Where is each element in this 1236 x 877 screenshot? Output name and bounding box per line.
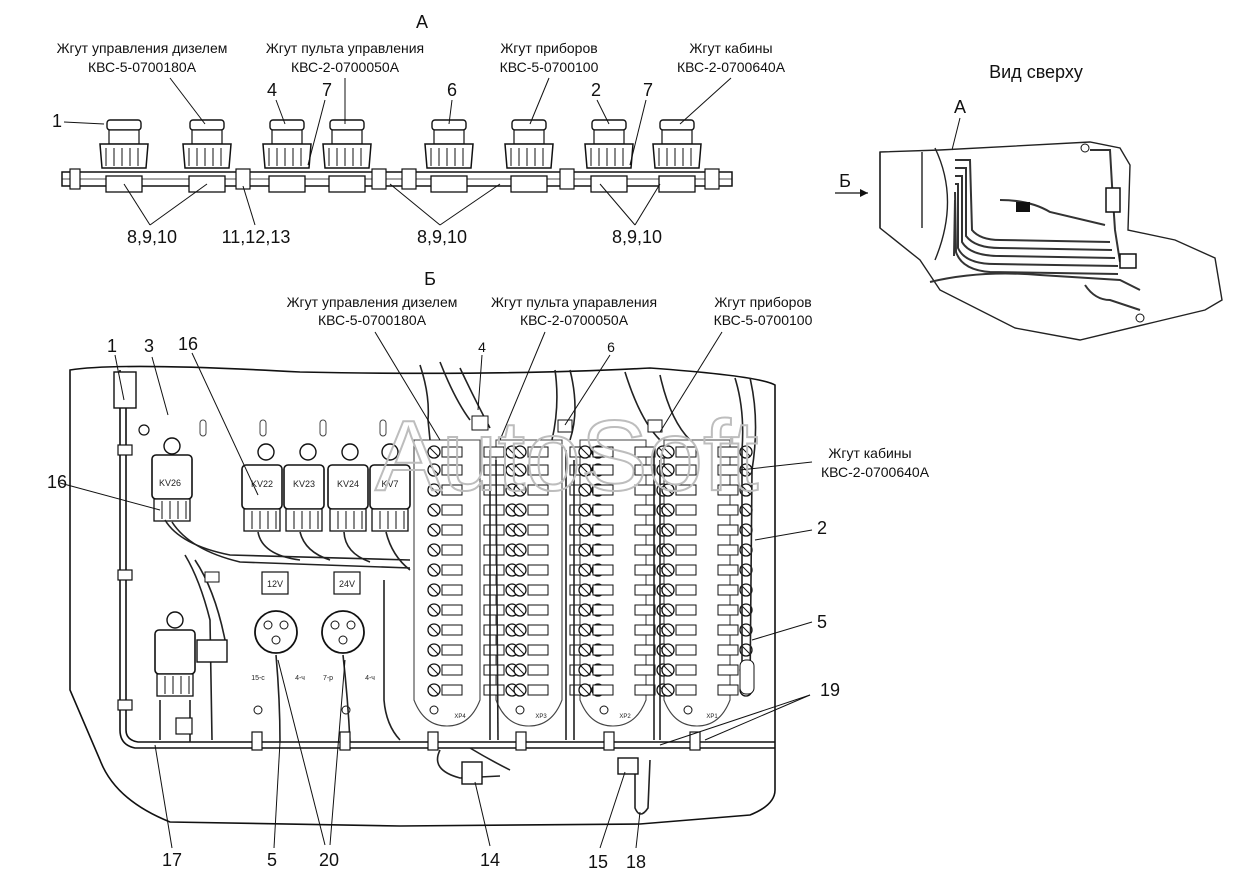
label-b-panel-2: КВС-2-0700050А bbox=[520, 312, 629, 328]
callout-b-19: 19 bbox=[820, 680, 840, 700]
label-b-diesel-2: КВС-5-0700180А bbox=[318, 312, 427, 328]
callout-a-7: 7 bbox=[322, 80, 332, 100]
relay-kv23-label: KV23 bbox=[293, 479, 315, 489]
callout-b-14: 14 bbox=[480, 850, 500, 870]
relay-kv22-label: KV22 bbox=[251, 479, 273, 489]
voltage-12v: 12V bbox=[267, 579, 283, 589]
callout-b-5: 5 bbox=[267, 850, 277, 870]
label-a-panel-2: КВС-2-0700050А bbox=[291, 59, 400, 75]
callout-a-4: 4 bbox=[267, 80, 277, 100]
callout-b-3: 3 bbox=[144, 336, 154, 356]
callout-a-2: 2 bbox=[591, 80, 601, 100]
callout-b-4: 4 bbox=[478, 339, 486, 355]
label-b-instruments-1: Жгут приборов bbox=[714, 294, 811, 310]
connector-icon bbox=[322, 119, 372, 193]
relay-icon bbox=[151, 454, 193, 522]
socket-tag-2: 4-ч bbox=[295, 675, 305, 682]
relay-icon bbox=[241, 464, 283, 532]
callout-a-7b: 7 bbox=[643, 80, 653, 100]
relay-kv7-label: KV7 bbox=[381, 479, 398, 489]
label-a-instruments-1: Жгут приборов bbox=[500, 40, 597, 56]
label-b-cabin-2: КВС-2-0700640А bbox=[821, 464, 930, 480]
label-b-diesel-1: Жгут управления дизелем bbox=[287, 294, 458, 310]
callout-a-8910-3: 8,9,10 bbox=[612, 227, 662, 247]
top-view-marker-a: А bbox=[954, 97, 966, 117]
callout-a-8910-2: 8,9,10 bbox=[417, 227, 467, 247]
callout-b-18: 18 bbox=[626, 852, 646, 872]
socket-tag-1: 15-с bbox=[251, 675, 265, 682]
callout-b-17: 17 bbox=[162, 850, 182, 870]
relay-kv24-label: KV24 bbox=[337, 479, 359, 489]
callout-a-6: 6 bbox=[447, 80, 457, 100]
callout-b-16-top: 16 bbox=[178, 334, 198, 354]
label-a-cabin-2: КВС-2-0700640А bbox=[677, 59, 786, 75]
connector-icon bbox=[182, 119, 232, 193]
label-b-instruments-2: КВС-5-0700100 bbox=[714, 312, 813, 328]
callout-b-2: 2 bbox=[817, 518, 827, 538]
top-view: Вид сверху А Б bbox=[835, 62, 1223, 341]
fuse-block-xp4: XP4 bbox=[454, 714, 466, 720]
socket-tag-3: 7-р bbox=[323, 675, 333, 682]
fuse-block-xp2: XP2 bbox=[619, 714, 631, 720]
callout-b-5-side: 5 bbox=[817, 612, 827, 632]
callout-b-20: 20 bbox=[319, 850, 339, 870]
label-a-cabin-1: Жгут кабины bbox=[689, 40, 772, 56]
callout-a-8910-1: 8,9,10 bbox=[127, 227, 177, 247]
relay-icon bbox=[154, 629, 196, 697]
connector-icon bbox=[504, 119, 554, 193]
label-a-instruments-2: КВС-5-0700100 bbox=[500, 59, 599, 75]
callout-a-111213: 11,12,13 bbox=[222, 227, 291, 247]
connector-icon bbox=[424, 119, 474, 193]
connector-icon bbox=[584, 119, 634, 193]
section-b-title: Б bbox=[424, 269, 436, 289]
callout-a-1: 1 bbox=[52, 111, 62, 131]
socket-icon bbox=[254, 610, 298, 654]
relay-icon bbox=[327, 464, 369, 532]
connector-icon bbox=[652, 119, 702, 193]
relay-icon bbox=[283, 464, 325, 532]
callout-b-16-side: 16 bbox=[47, 472, 67, 492]
label-b-panel-1: Жгут пульта упаравления bbox=[491, 294, 657, 310]
label-b-cabin-1: Жгут кабины bbox=[828, 445, 911, 461]
callout-b-15: 15 bbox=[588, 852, 608, 872]
relay-kv26-label: KV26 bbox=[159, 478, 181, 488]
top-view-title: Вид сверху bbox=[989, 62, 1083, 82]
section-b: Б Жгут управления дизелем КВС-5-0700180А… bbox=[47, 269, 930, 872]
top-view-marker-b: Б bbox=[839, 171, 851, 191]
connector-icon bbox=[262, 119, 312, 193]
callout-b-1: 1 bbox=[107, 336, 117, 356]
section-a: А Жгут управления дизелем КВС-5-0700180А… bbox=[52, 12, 786, 247]
voltage-24v: 24V bbox=[339, 579, 355, 589]
label-a-panel-1: Жгут пульта управления bbox=[266, 40, 424, 56]
fuse-block-xp1: XP1 bbox=[706, 714, 718, 720]
label-a-diesel-2: КВС-5-0700180А bbox=[88, 59, 197, 75]
socket-tag-4: 4-ч bbox=[365, 675, 375, 682]
section-a-title: А bbox=[416, 12, 428, 32]
watermark-text: AutoSoft bbox=[375, 400, 759, 512]
connector-icon bbox=[99, 119, 149, 193]
fuse-block-xp3: XP3 bbox=[535, 714, 547, 720]
socket-icon bbox=[321, 610, 365, 654]
label-a-diesel-1: Жгут управления дизелем bbox=[57, 40, 228, 56]
callout-b-6: 6 bbox=[607, 339, 615, 355]
